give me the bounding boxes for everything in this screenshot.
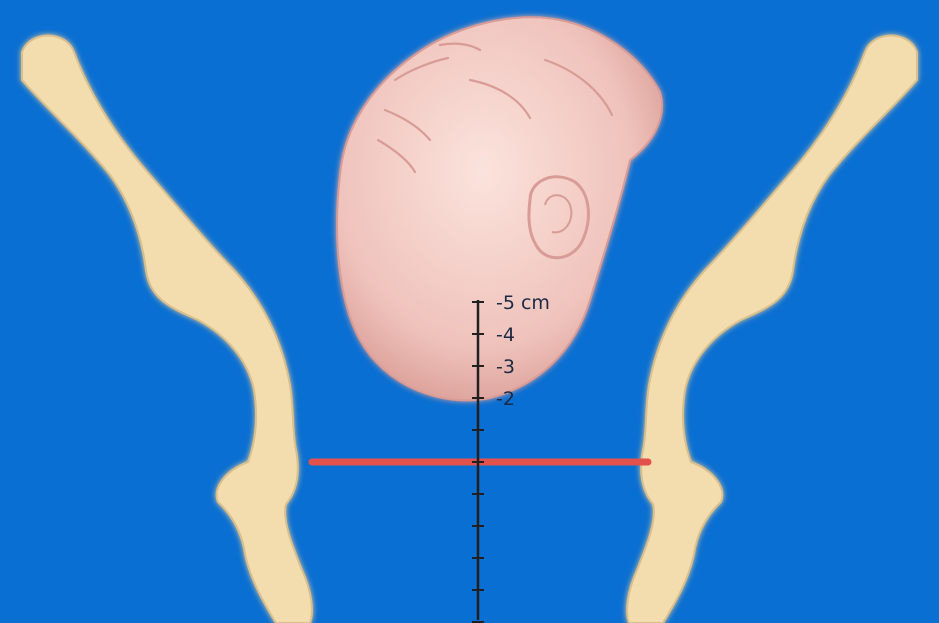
scale-tick-label: -4 [496,324,515,346]
scale-tick-label: -2 [496,388,515,410]
scale-tick-label: -5 cm [496,292,550,314]
pelvic-bone-left-icon [22,36,312,623]
scale-tick-label: -3 [496,356,515,378]
pelvic-bone-right-icon [627,36,917,623]
